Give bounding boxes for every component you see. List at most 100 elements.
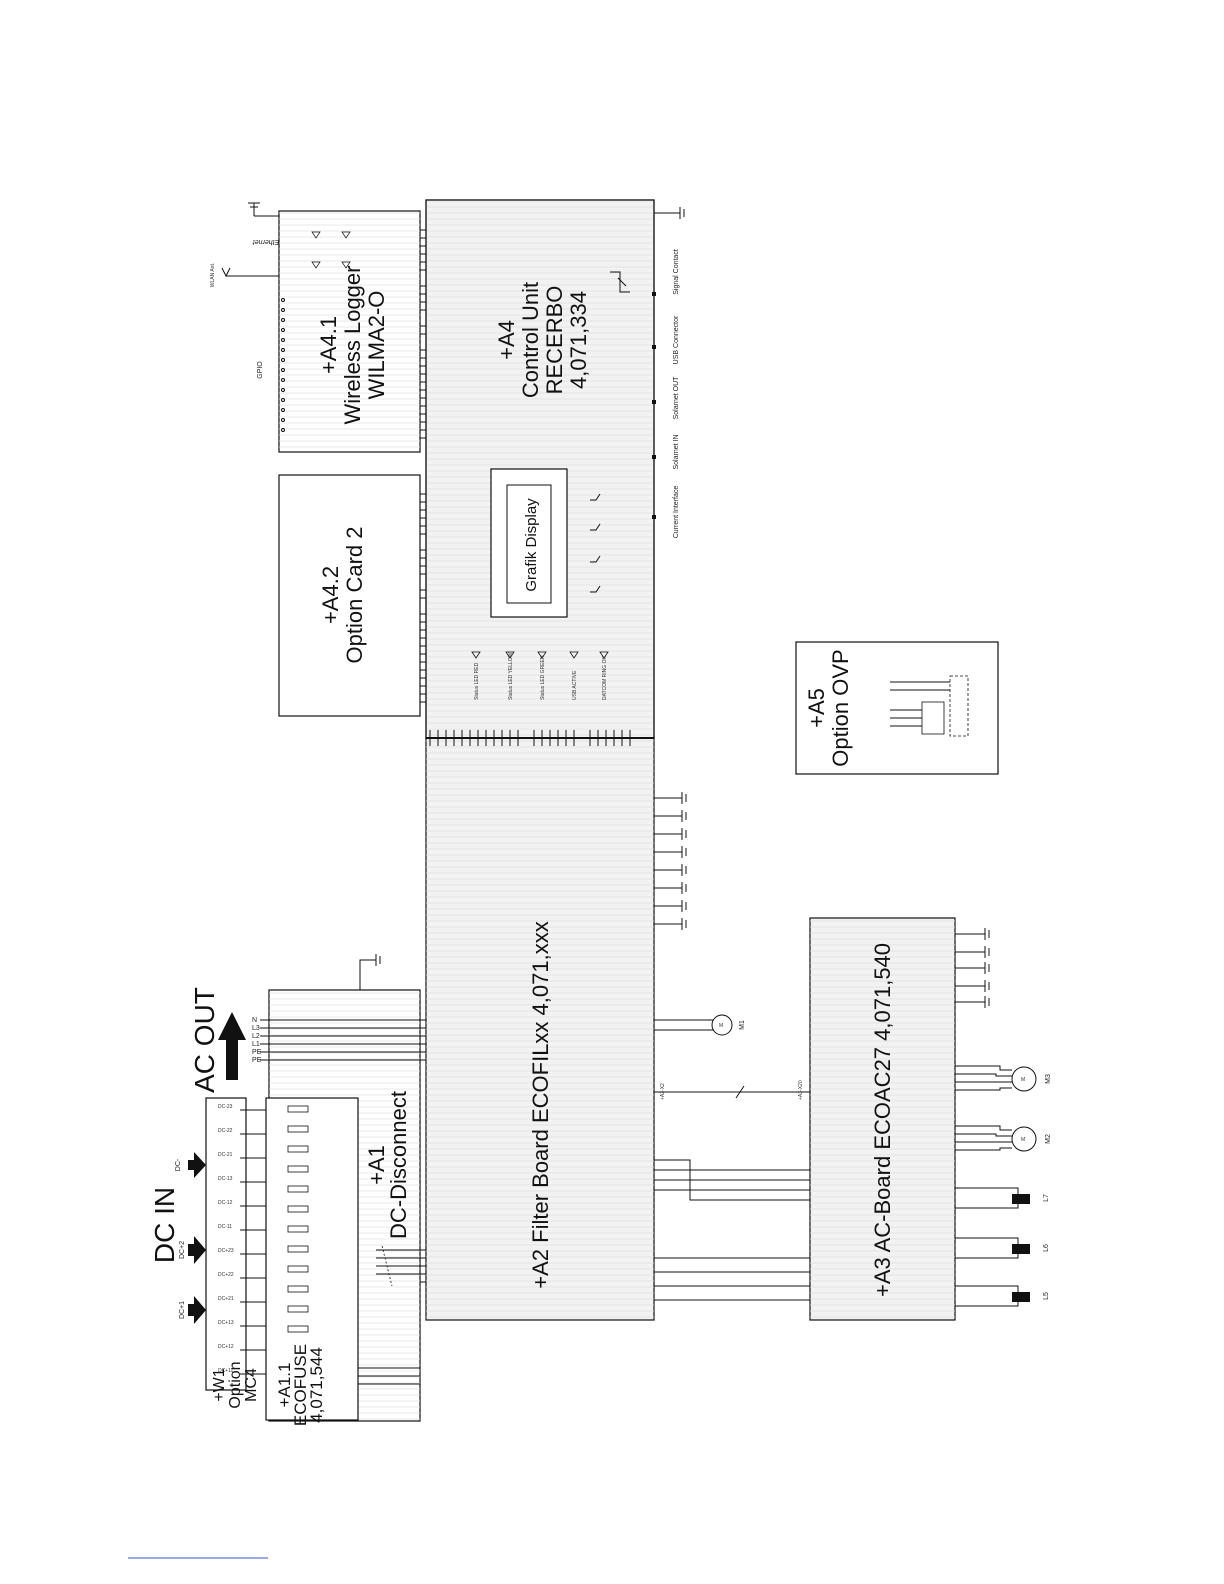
w1-title-1: +W1 [211, 1368, 228, 1401]
fan-m1-icon: M [654, 1014, 733, 1036]
dc-input-wires [240, 1109, 266, 1375]
dc-pin-label: DC+22 [218, 1272, 234, 1278]
wireless-logger-box [221, 202, 421, 453]
solarnet-out-label: Solarnet OUT [673, 376, 680, 420]
a4-title-2: Control Unit [518, 282, 543, 398]
fan-m2-icon: M [955, 1125, 1037, 1152]
ac-out-arrow-icon [218, 1012, 246, 1080]
w1-title-2: Option [227, 1361, 244, 1408]
ribbon-connector [426, 730, 654, 746]
a3x20-label: +A3-X20 [798, 1080, 804, 1100]
status-led-icons [471, 651, 609, 659]
ac-out-header: AC OUT [189, 987, 220, 1093]
l5-label: L5 [1043, 1292, 1050, 1300]
a4-title-4: 4,071,334 [566, 291, 591, 389]
dc-pin-labels: DC-23 DC-22 DC-21 DC-13 DC-12 DC-11 DC+2… [218, 1104, 234, 1374]
status-led-yellow-label: Status LED YELLOW [508, 652, 514, 700]
dc-pin-label: DC+11 [218, 1368, 234, 1374]
a3-title: +A3 AC-Board ECOAC27 4,071,540 [870, 943, 895, 1297]
dc-plus2-label: DC+2 [179, 1241, 186, 1259]
a5-title-1: +A5 [804, 688, 829, 728]
ac-board: M M3 M M2 L7 L6 L5 [809, 917, 1052, 1321]
a2-title: +A2 Filter Board ECOFILxx 4,071,xxx [528, 921, 553, 1288]
inductor-l7-icon [955, 1187, 1030, 1209]
l7-label: L7 [1043, 1194, 1050, 1202]
current-interface-label: Current Interface [673, 486, 680, 539]
m3-label: M3 [1045, 1074, 1052, 1084]
dc-pin-label: DC+21 [218, 1296, 234, 1302]
usb-connector-label: USB Connector [673, 315, 680, 364]
w1-title-3: MC4 [243, 1368, 260, 1402]
fan-m3-icon: M [955, 1065, 1037, 1092]
m1-label: M1 [739, 1020, 746, 1030]
svg-text:M: M [719, 1023, 723, 1029]
ac-out-terminals [260, 1019, 420, 1061]
option-card-2-box [278, 474, 421, 717]
a41-title-1: +A4.1 [316, 316, 341, 374]
ac-pin-label: PE [252, 1049, 262, 1056]
a41-title-2: Wireless Logger [340, 266, 365, 425]
dc-pin-label: DC+13 [218, 1320, 234, 1326]
usb-active-label: USB ACTIVE [572, 670, 578, 700]
control-unit-right-connectors [610, 207, 685, 519]
inductor-l5-icon [955, 1285, 1030, 1307]
a11-title-3: 4,071,544 [307, 1347, 326, 1423]
ac-wires [420, 1019, 426, 1283]
display-button-icons [590, 493, 601, 593]
status-led-green-label: Status LED GREEN [540, 655, 546, 700]
datcom-label: DATCOM RING OK [602, 656, 608, 700]
dc-pin-label: DC-21 [218, 1152, 233, 1158]
a42-title-1: +A4.2 [318, 566, 343, 624]
dc-bus-wires [654, 1159, 810, 1301]
dc-plus1-label: DC+1 [179, 1301, 186, 1319]
gpio-label: GPIO [257, 361, 264, 379]
fuse-icons [287, 1105, 309, 1333]
dc-pin-label: DC-11 [218, 1224, 232, 1230]
dc-minus-arrow-icon [188, 1152, 206, 1178]
status-led-red-label: Status LED RED [474, 662, 480, 700]
filter-board: M M1 +A2-X2 +A3-X20 [420, 730, 810, 1321]
a5-title-2: Option OVP [828, 649, 853, 766]
svg-text:M: M [1021, 1137, 1025, 1143]
a11-title-1: +A1.1 [275, 1363, 294, 1408]
l6-label: L6 [1043, 1244, 1050, 1252]
svg-text:M: M [1021, 1077, 1025, 1083]
control-unit-board [416, 199, 685, 739]
option-ovp-box [795, 641, 999, 775]
a2x2-label: +A2-X2 [660, 1083, 666, 1100]
dc-pin-label: DC-13 [218, 1176, 233, 1182]
a1-title-2: DC-Disconnect [386, 1091, 411, 1239]
dc-pin-label: DC+12 [218, 1344, 234, 1350]
dc-switch-icon [376, 1245, 420, 1287]
filter-ground-icons [654, 792, 687, 930]
dc-pin-label: DC-12 [218, 1200, 233, 1206]
dc-in-header: DC IN [149, 1187, 180, 1263]
ac-pin-label: PE [252, 1057, 262, 1064]
mc4-option-box [205, 1097, 266, 1391]
a4-title-1: +A4 [494, 320, 519, 360]
ac-pin-label: L2 [252, 1033, 260, 1040]
logger-led-icons [311, 231, 351, 269]
ecofuse-box [265, 1097, 359, 1421]
signal-contact-label: Signal Contact [673, 249, 680, 295]
dc-plus1-arrow-icon [188, 1296, 206, 1324]
dc-plus2-arrow-icon [188, 1236, 206, 1264]
dc-pin-label: DC+23 [218, 1248, 234, 1254]
dc-pin-label: DC-23 [218, 1104, 233, 1110]
a41-title-3: WILMA2-O [364, 291, 389, 400]
ac-ground-icons [955, 928, 990, 1008]
inductor-l6-icon [955, 1237, 1030, 1259]
dc-pin-label: DC-22 [218, 1128, 233, 1134]
wlan-antenna-label: WLAN Ant. [210, 263, 216, 287]
a1-title-1: +A1 [364, 1145, 389, 1185]
display-label: Grafik Display [523, 498, 540, 592]
m2-label: M2 [1045, 1134, 1052, 1144]
graphic-display: Grafik Display [490, 468, 568, 618]
a42-title-2: Option Card 2 [342, 527, 367, 664]
solarnet-in-label: Solarnet IN [673, 434, 680, 469]
ac-out-pin-labels: N L3 L2 L1 PE PE [252, 1017, 262, 1064]
gpio-pins [281, 298, 285, 432]
ac-pin-label: L1 [252, 1041, 260, 1048]
ac-pin-label: L3 [252, 1025, 260, 1032]
